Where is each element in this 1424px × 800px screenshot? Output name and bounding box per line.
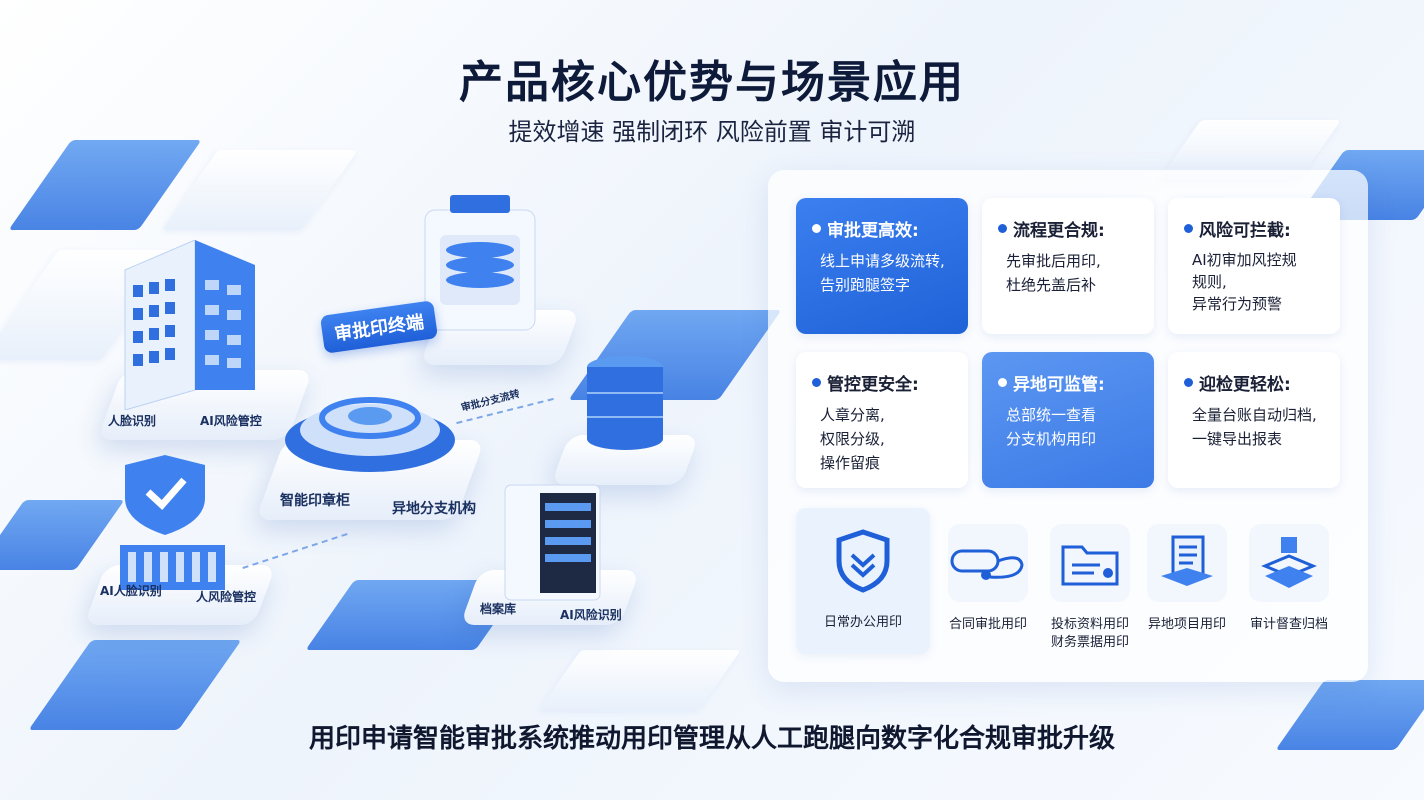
terminal-label: 审批印终端 bbox=[319, 300, 439, 354]
card-title: 管控更安全: bbox=[827, 375, 919, 395]
seal-machine-icon bbox=[424, 195, 536, 331]
advantage-card-security: 管控更安全: 人章分离, 权限分级, 操作留痕 bbox=[796, 352, 968, 488]
bullet-dot bbox=[1184, 378, 1193, 387]
card-title: 流程更合规: bbox=[1013, 221, 1105, 241]
advantage-card-remote: 异地可监管: 总部统一查看 分支机构用印 bbox=[982, 352, 1154, 488]
folder-document-icon bbox=[1050, 524, 1130, 602]
bullet-dot bbox=[812, 224, 821, 233]
card-title: 迎检更轻松: bbox=[1199, 375, 1291, 395]
card-body: 总部统一查看 分支机构用印 bbox=[1006, 406, 1097, 448]
seal-terminal-icon bbox=[285, 397, 455, 472]
bullet-dot bbox=[998, 378, 1007, 387]
scenario-label: 合同审批用印 bbox=[948, 617, 1027, 632]
footer-tagline: 用印申请智能审批系统推动用印管理从人工跑腿向数字化合规审批升级 bbox=[308, 724, 1115, 754]
scenario-label: 审计督查归档 bbox=[1249, 617, 1328, 632]
scenario-remote-project: 异地项目用印 bbox=[1144, 510, 1230, 656]
flow-line bbox=[242, 533, 348, 569]
scenario-daily-office: 日常办公用印 bbox=[796, 508, 930, 654]
advantage-card-audit: 迎检更轻松: 全量台账自动归档, 一键导出报表 bbox=[1168, 352, 1340, 488]
illustration: 人脸识别 AI风险管控 审批印终端 智能印章柜 异地分支机构 审批分支流转 AI… bbox=[0, 180, 760, 680]
archive-layers-icon bbox=[1249, 524, 1329, 602]
scenario-label: 异地项目用印 bbox=[1147, 617, 1226, 632]
advantage-card-risk: 风险可拦截: AI初审加风控规 规则, 异常行为预警 bbox=[1168, 198, 1340, 334]
card-title: 风险可拦截: bbox=[1199, 221, 1291, 241]
document-stack-icon bbox=[1147, 524, 1227, 602]
card-body: 人章分离, 权限分级, 操作留痕 bbox=[820, 406, 885, 472]
page-subtitle: 提效增速 强制闭环 风险前置 审计可溯 bbox=[508, 118, 916, 146]
scenario-audit-archive: 审计督查归档 bbox=[1244, 510, 1334, 656]
card-body: 线上申请多级流转, 告别跑腿签字 bbox=[820, 252, 945, 294]
advantage-card-efficiency: 审批更高效: 线上申请多级流转, 告别跑腿签字 bbox=[796, 198, 968, 334]
face-label-1: 人脸识别 bbox=[108, 414, 157, 428]
page-title: 产品核心优势与场景应用 bbox=[459, 57, 965, 108]
advantage-card-compliance: 流程更合规: 先审批后用印, 杜绝先盖后补 bbox=[982, 198, 1154, 334]
ai-label-3: AI风险识别 bbox=[560, 608, 622, 622]
shield-check-icon bbox=[120, 455, 225, 590]
scenario-label: 日常办公用印 bbox=[823, 615, 902, 630]
seal-stamp-icon bbox=[948, 524, 1028, 602]
archive-server-icon bbox=[504, 484, 601, 601]
bullet-dot bbox=[998, 224, 1007, 233]
face-label-2: AI人脸识别 bbox=[100, 584, 162, 598]
office-building-icon bbox=[124, 240, 255, 410]
card-title: 异地可监管: bbox=[1013, 375, 1105, 395]
bullet-dot bbox=[1184, 224, 1193, 233]
card-title: 审批更高效: bbox=[827, 221, 919, 241]
card-body: 先审批后用印, 杜绝先盖后补 bbox=[1006, 252, 1101, 294]
cabinet-label: 智能印章柜 bbox=[280, 493, 350, 509]
bullet-dot bbox=[812, 378, 821, 387]
scenario-label: 投标资料用印 财务票据用印 bbox=[1050, 617, 1129, 650]
scenario-contract: 合同审批用印 bbox=[944, 510, 1032, 656]
shield-check-icon bbox=[823, 522, 903, 600]
card-body: 全量台账自动归档, 一键导出报表 bbox=[1192, 406, 1317, 448]
database-icon bbox=[587, 356, 663, 450]
archive-label: 档案库 bbox=[480, 602, 517, 616]
ai-label-1: AI风险管控 bbox=[200, 414, 262, 428]
scenario-bidding-finance: 投标资料用印 财务票据用印 bbox=[1044, 510, 1136, 656]
branch-label: 异地分支机构 bbox=[392, 501, 476, 517]
card-body: AI初审加风控规 规则, 异常行为预警 bbox=[1192, 251, 1297, 313]
ai-label-2: 人风险管控 bbox=[196, 590, 257, 604]
